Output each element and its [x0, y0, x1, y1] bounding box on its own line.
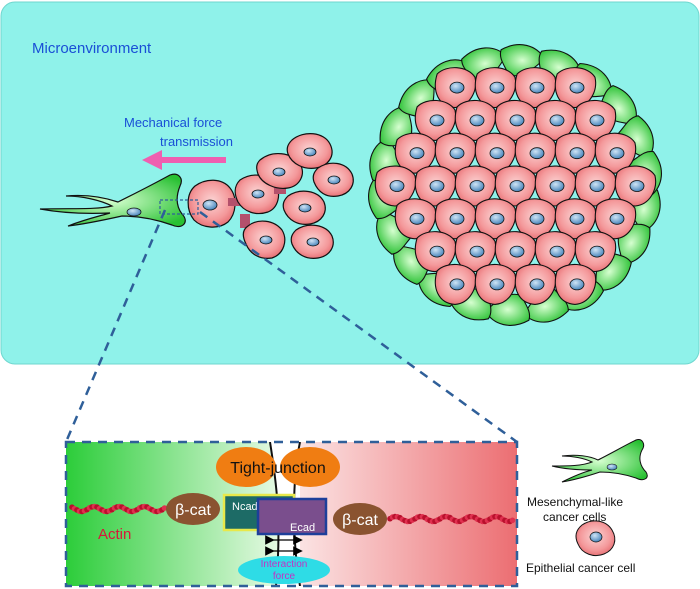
ncad-label: Ncad [232, 501, 258, 513]
legend-epithelial-icon [575, 520, 616, 557]
spheroid-cell-nucleus [569, 147, 585, 160]
actin-bead [161, 505, 168, 511]
tight-junction-label: Tight-junction [230, 460, 325, 477]
tight-junction: Tight-junction [216, 447, 340, 487]
spheroid-cell-nucleus [449, 147, 465, 160]
spheroid-cell-nucleus [489, 212, 505, 225]
ecad-label: Ecad [290, 522, 315, 534]
spheroid-cell-nucleus [529, 212, 545, 225]
tumor-spheroid [368, 44, 662, 326]
legend-mesenchymal-line1: Mesenchymal-like [527, 495, 623, 509]
actin-bead [509, 517, 516, 524]
microenvironment-label: Microenvironment [32, 40, 152, 57]
actin-label: Actin [98, 526, 131, 543]
spheroid-cell-nucleus [429, 114, 445, 127]
spheroid-cell-nucleus [609, 147, 625, 160]
interaction-force: Interaction force [238, 556, 330, 584]
force-label-line1: Mechanical force [124, 115, 222, 130]
beta-cat-right-label: β-cat [342, 512, 378, 529]
spheroid-cell-nucleus [489, 81, 505, 94]
spheroid-cell-nucleus [469, 114, 485, 127]
legend-epithelial-label: Epithelial cancer cell [526, 561, 635, 575]
spheroid-cell-nucleus [589, 114, 605, 127]
spheroid-cell-nucleus [509, 114, 525, 127]
ecad-box: Ecad [256, 497, 328, 536]
spheroid-cell-nucleus [509, 180, 525, 192]
spheroid-cell-nucleus [569, 278, 585, 291]
spheroid-cell-nucleus [589, 245, 605, 258]
spheroid-cell-nucleus [589, 180, 605, 192]
leading-mesenchymal-cell [39, 173, 186, 228]
spheroid-cell-nucleus [409, 147, 425, 160]
spheroid-cell-nucleus [569, 81, 585, 94]
actin-filament-left [69, 503, 168, 515]
interaction-arrows [265, 535, 303, 556]
force-arrow [142, 150, 226, 170]
spheroid-cell-nucleus [629, 180, 645, 192]
spheroid-cell-nucleus [509, 245, 525, 258]
spheroid-cell-nucleus [389, 180, 405, 192]
spheroid-cell-nucleus [469, 180, 485, 192]
spheroid-cell-nucleus [529, 147, 545, 160]
spheroid-cell-nucleus [429, 245, 445, 258]
interaction-force-line1: Interaction [261, 559, 308, 570]
interaction-force-line2: force [273, 571, 296, 582]
spheroid-cell-nucleus [529, 81, 545, 94]
epithelial-cell-chain [187, 133, 354, 259]
spheroid-cell-nucleus [449, 212, 465, 225]
spheroid-cell-nucleus [449, 278, 465, 291]
spheroid-cell-nucleus [549, 114, 565, 127]
legend-mesenchymal-line2: cancer cells [543, 510, 606, 524]
force-label-line2: transmission [160, 134, 233, 149]
beta-cat-left-label: β-cat [175, 502, 211, 519]
spheroid-cell-nucleus [569, 212, 585, 225]
beta-cat-left: β-cat [166, 493, 220, 525]
spheroid-cell-nucleus [489, 147, 505, 160]
spheroid-cell-nucleus [529, 278, 545, 291]
beta-cat-right: β-cat [333, 503, 387, 535]
junction-inset: Actin Tight-junction β-cat β-cat Ncad Ec… [64, 440, 519, 588]
spheroid-cell-nucleus [409, 212, 425, 225]
spheroid-cell-nucleus [549, 180, 565, 192]
spheroid-cell-nucleus [489, 278, 505, 291]
spheroid-cell-nucleus [609, 212, 625, 225]
zoom-lines [64, 199, 518, 444]
legend-mesenchymal-icon [551, 439, 648, 483]
legend: Mesenchymal-like cancer cells Epithelial… [526, 439, 648, 575]
spheroid-cell-nucleus [549, 245, 565, 258]
spheroid-cell-nucleus [429, 180, 445, 192]
spheroid-cell-nucleus [449, 81, 465, 94]
actin-filament-right [387, 513, 516, 525]
spheroid-cell-nucleus [469, 245, 485, 258]
